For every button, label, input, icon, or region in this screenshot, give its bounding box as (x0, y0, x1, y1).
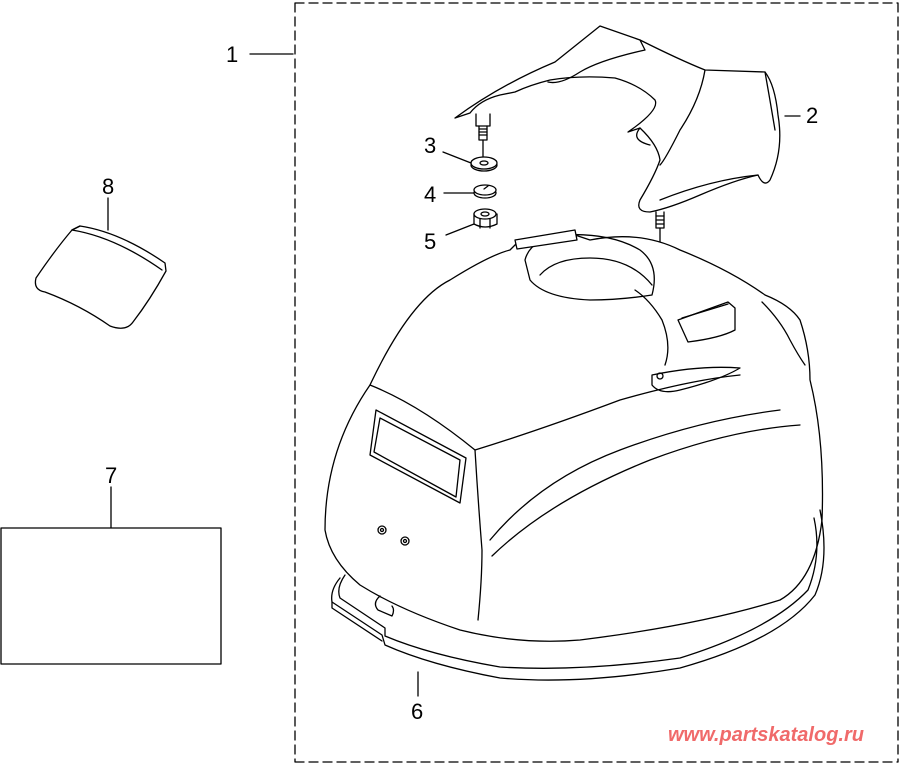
watermark: www.partskatalog.ru (668, 724, 864, 746)
main-cowling (324, 229, 824, 642)
callout-7: 7 (105, 463, 118, 488)
part-7-decal (0, 486, 222, 665)
part-3-washer (442, 151, 498, 172)
callout-4: 4 (424, 182, 437, 207)
callout-3: 3 (424, 133, 437, 158)
callout-2: 2 (806, 103, 819, 128)
group-border (249, 2, 899, 763)
callout-5: 5 (424, 229, 437, 254)
part-6-seal (331, 509, 825, 697)
part-4-lock-washer (443, 184, 497, 199)
callout-6: 6 (411, 699, 424, 724)
callout-1: 1 (226, 42, 239, 67)
part-5-nut (445, 208, 498, 236)
part-8-pad (34, 197, 167, 329)
callout-8: 8 (102, 174, 115, 199)
